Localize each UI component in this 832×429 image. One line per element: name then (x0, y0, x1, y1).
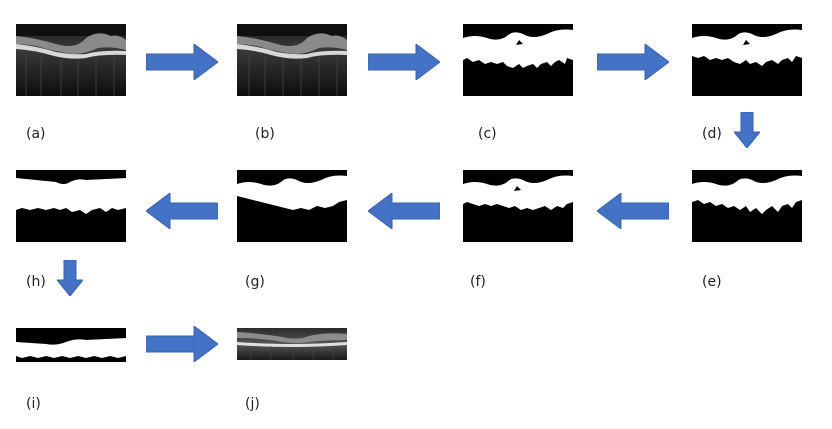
arrow-down-icon (57, 260, 83, 296)
arrow-left-icon (146, 193, 218, 229)
panel-label: (f) (470, 274, 486, 290)
arrow-down-icon (734, 112, 760, 148)
panel-a-oct-image (16, 24, 126, 96)
panel-label: (i) (26, 396, 41, 412)
panel-label: (j) (245, 396, 260, 412)
panel-label: (b) (255, 126, 275, 142)
arrow-right-icon (597, 44, 669, 80)
panel-i-mask-image (16, 328, 126, 362)
panel-j-oct-image (237, 328, 347, 360)
panel-d-mask-image (692, 24, 802, 96)
panel-label: (c) (478, 126, 497, 142)
panel-label: (d) (702, 126, 722, 142)
arrow-right-icon (368, 44, 440, 80)
panel-c-mask-image (463, 24, 573, 96)
panel-label: (g) (245, 274, 265, 290)
panel-label: (e) (702, 274, 722, 290)
arrow-left-icon (368, 193, 440, 229)
arrow-right-icon (146, 326, 218, 362)
panel-label: (a) (26, 126, 46, 142)
panel-label: (h) (26, 274, 46, 290)
panel-g-mask-image (237, 170, 347, 242)
arrow-left-icon (597, 193, 669, 229)
arrow-right-icon (146, 44, 218, 80)
panel-e-mask-image (692, 170, 802, 242)
panel-f-mask-image (463, 170, 573, 242)
panel-b-oct-image (237, 24, 347, 96)
panel-h-mask-image (16, 170, 126, 242)
